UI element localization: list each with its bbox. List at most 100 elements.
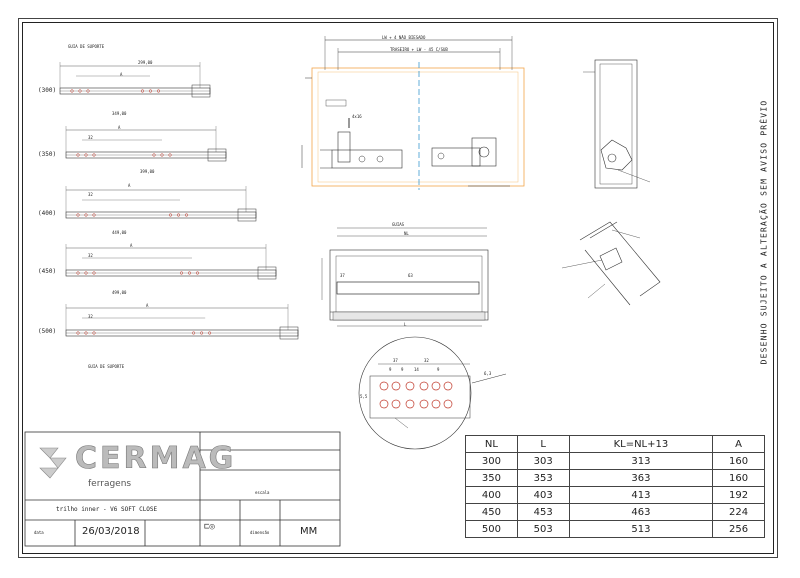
top-plan-view (301, 36, 525, 190)
table-row: 400 403 413 192 (465, 486, 765, 504)
detail-dim-9b: 9 (401, 367, 404, 372)
detail-dim-37: 37 (393, 358, 398, 363)
detail-hole (431, 381, 441, 391)
drawing-date: 26/03/2018 (82, 526, 140, 537)
table-header-row: NL L KL=NL+13 A (465, 435, 765, 453)
rail-width-350: 349,00 (112, 111, 127, 116)
cabinet-side-view (321, 227, 489, 327)
side-view-label: GUIAS (392, 222, 405, 227)
table-cell: 453 (516, 503, 570, 521)
rail-end-block (237, 208, 257, 222)
dim-a-400: A (128, 183, 131, 188)
detail-dim-14: 14 (414, 367, 419, 372)
rail-hole (86, 89, 90, 93)
detail-dim-9c: 9 (437, 367, 440, 372)
rail-hole (92, 271, 96, 275)
projection-icon: ⊏◎ (204, 522, 215, 532)
isometric-detail (561, 221, 661, 306)
scale-label: escala (255, 490, 270, 495)
side-view-37: 37 (340, 273, 345, 278)
detail-hole (443, 399, 453, 409)
dim-32-450: 32 (88, 253, 93, 258)
table-cell: 353 (516, 469, 570, 487)
detail-hole (419, 381, 429, 391)
logo-mark (39, 447, 67, 479)
table-cell: 350 (465, 469, 518, 487)
detail-hole (419, 399, 429, 409)
table-cell: 256 (712, 520, 765, 538)
table-cell: 363 (568, 469, 714, 487)
rail-end-block (191, 84, 211, 98)
screw-label: 4x16 (352, 114, 362, 119)
rail-hole (208, 331, 212, 335)
detail-dim-9a: 9 (389, 367, 392, 372)
rail-size-500: (500) (38, 328, 57, 335)
sheet-inner-frame (22, 22, 774, 554)
rail-hole (179, 271, 184, 275)
col-header-l: L (516, 435, 570, 453)
rail-hole (76, 213, 80, 217)
rail-hole (152, 153, 156, 157)
detail-hole (391, 381, 401, 391)
dim-32-350: 32 (88, 135, 93, 140)
rail-bottom-label: GUIA DE SUPORTE (88, 364, 125, 369)
col-header-a: A (712, 435, 765, 453)
detail-dim-6-3: 6,3 (484, 371, 492, 376)
dimension-table: NL L KL=NL+13 A 300 303 313 160 350 353 … (465, 435, 765, 538)
rail-hole (84, 331, 88, 335)
rail-hole (184, 213, 189, 217)
side-view-nl: NL (404, 231, 409, 236)
table-row: 450 453 463 224 (465, 503, 765, 521)
table-row: 350 353 363 160 (465, 469, 765, 487)
rail-hole (200, 331, 204, 335)
table-row: 500 503 513 256 (465, 520, 765, 538)
dim-a-350: A (118, 125, 121, 130)
rail-width-450: 449,00 (112, 230, 127, 235)
rail-hole (70, 89, 74, 93)
table-cell: 224 (712, 503, 765, 521)
rail-size-300: (300) (38, 87, 57, 94)
dim-32-400: 32 (88, 192, 93, 197)
rail-hole (84, 153, 88, 157)
rail-width-500: 499,00 (112, 290, 127, 295)
unit-label: MM (300, 526, 318, 537)
sheet-outer-frame (18, 18, 778, 558)
detail-hole (405, 381, 415, 391)
detail-dim-32: 32 (424, 358, 429, 363)
detail-hole (379, 399, 389, 409)
side-profile-view (583, 59, 651, 189)
rail-end-block (279, 326, 299, 340)
table-cell: 300 (465, 452, 518, 470)
company-logo-subtitle: ferragens (88, 479, 132, 489)
table-cell: 313 (568, 452, 714, 470)
table-cell: 400 (465, 486, 518, 504)
top-view-width-label: LW + 4 NÃO BIESADO (382, 35, 426, 40)
rail-hole (84, 213, 88, 217)
hole-pattern-detail (358, 336, 507, 450)
rail-end-block (257, 266, 277, 280)
rail-size-400: (400) (38, 210, 57, 217)
col-header-kl: KL=NL+13 (568, 435, 714, 453)
rail-hole (195, 271, 200, 275)
table-row: 300 303 313 160 (465, 452, 765, 470)
table-cell: 450 (465, 503, 518, 521)
title-block-grid (24, 431, 341, 547)
revision-notice: DESENHO SUJEITO A ALTERAÇÃO SEM AVISO PR… (759, 99, 769, 365)
rail-hole (140, 89, 145, 93)
rail-width-400: 399,00 (140, 169, 155, 174)
detail-hole (405, 399, 415, 409)
rail-hole (168, 153, 172, 157)
detail-hole (431, 399, 441, 409)
table-cell: 192 (712, 486, 765, 504)
table-cell: 403 (516, 486, 570, 504)
dim-a-300: A (120, 72, 123, 77)
detail-hole (391, 399, 401, 409)
rail-hole (168, 213, 173, 217)
rail-hole (148, 89, 153, 93)
table-cell: 160 (712, 452, 765, 470)
rail-hole (78, 89, 82, 93)
side-view-l: L (404, 322, 407, 327)
date-label: data (34, 530, 44, 535)
rail-width-300: 299,00 (138, 60, 153, 65)
